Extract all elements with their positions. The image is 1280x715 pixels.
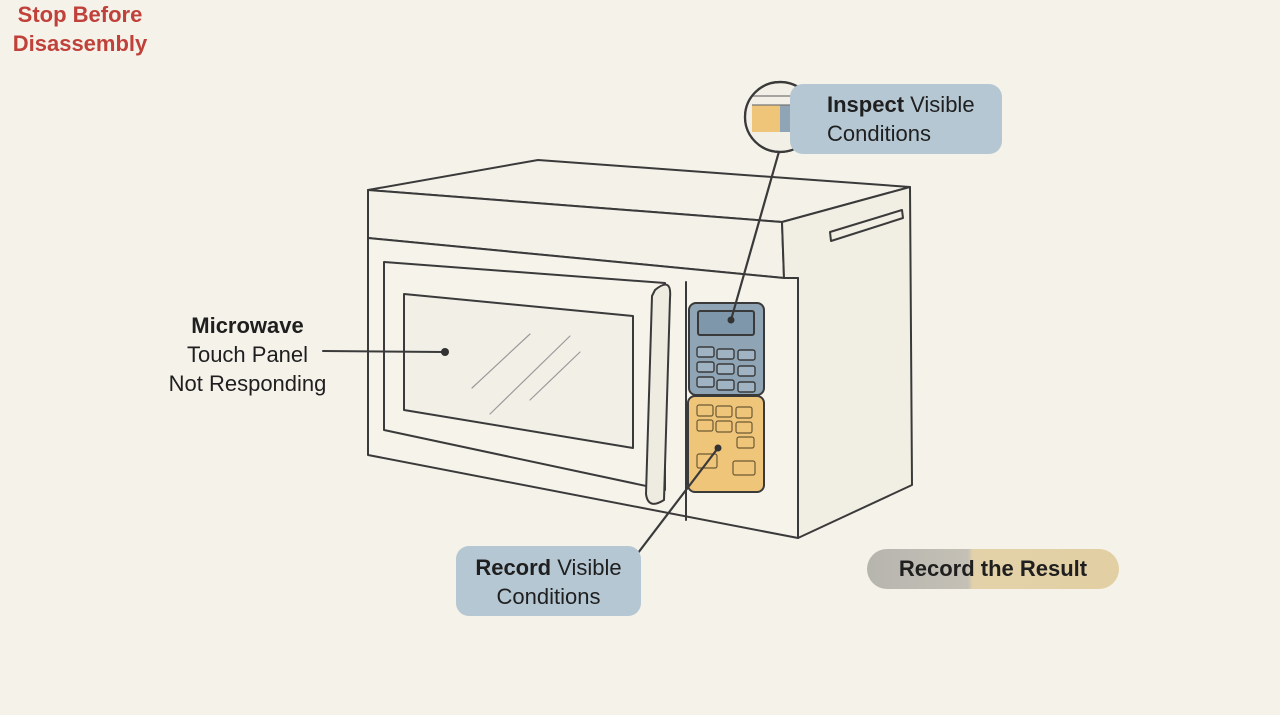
inspect-line-2: Conditions xyxy=(827,121,931,146)
window-glare xyxy=(471,333,581,415)
inspect-leader-line xyxy=(729,146,782,322)
microwave-window xyxy=(403,293,634,449)
microwave-problem-label: Microwave Touch Panel Not Responding xyxy=(150,311,345,398)
blue-keypad-buttons xyxy=(696,346,756,393)
microwave-line-2: Touch Panel xyxy=(186,342,309,367)
record-callout: Record Visible Conditions xyxy=(456,546,641,616)
record-rest-text: Visible xyxy=(551,555,622,580)
record-dot xyxy=(714,444,722,452)
microwave-title: Microwave xyxy=(191,313,304,338)
record-bold-text: Record xyxy=(475,555,552,580)
inspect-dot xyxy=(727,316,735,324)
stop-warning-label: Stop Before Disassembly xyxy=(12,2,148,56)
record-leader-line xyxy=(636,446,720,555)
microwave-line-3: Not Responding xyxy=(168,371,327,396)
inspect-rest-text: Visible xyxy=(904,92,975,117)
microwave-side xyxy=(781,186,913,539)
record-result-badge: Record the Result xyxy=(867,549,1119,589)
inspect-bold-text: Inspect xyxy=(827,92,905,117)
side-vent xyxy=(829,209,904,242)
microwave-dot xyxy=(441,348,449,356)
door-handle xyxy=(645,283,672,505)
display-screen xyxy=(697,310,755,336)
microwave-leader-line xyxy=(322,350,445,353)
record-line-2: Conditions xyxy=(496,584,601,609)
amber-keypad-buttons xyxy=(696,404,756,476)
inspect-callout: Inspect Visible Conditions xyxy=(790,84,1002,154)
